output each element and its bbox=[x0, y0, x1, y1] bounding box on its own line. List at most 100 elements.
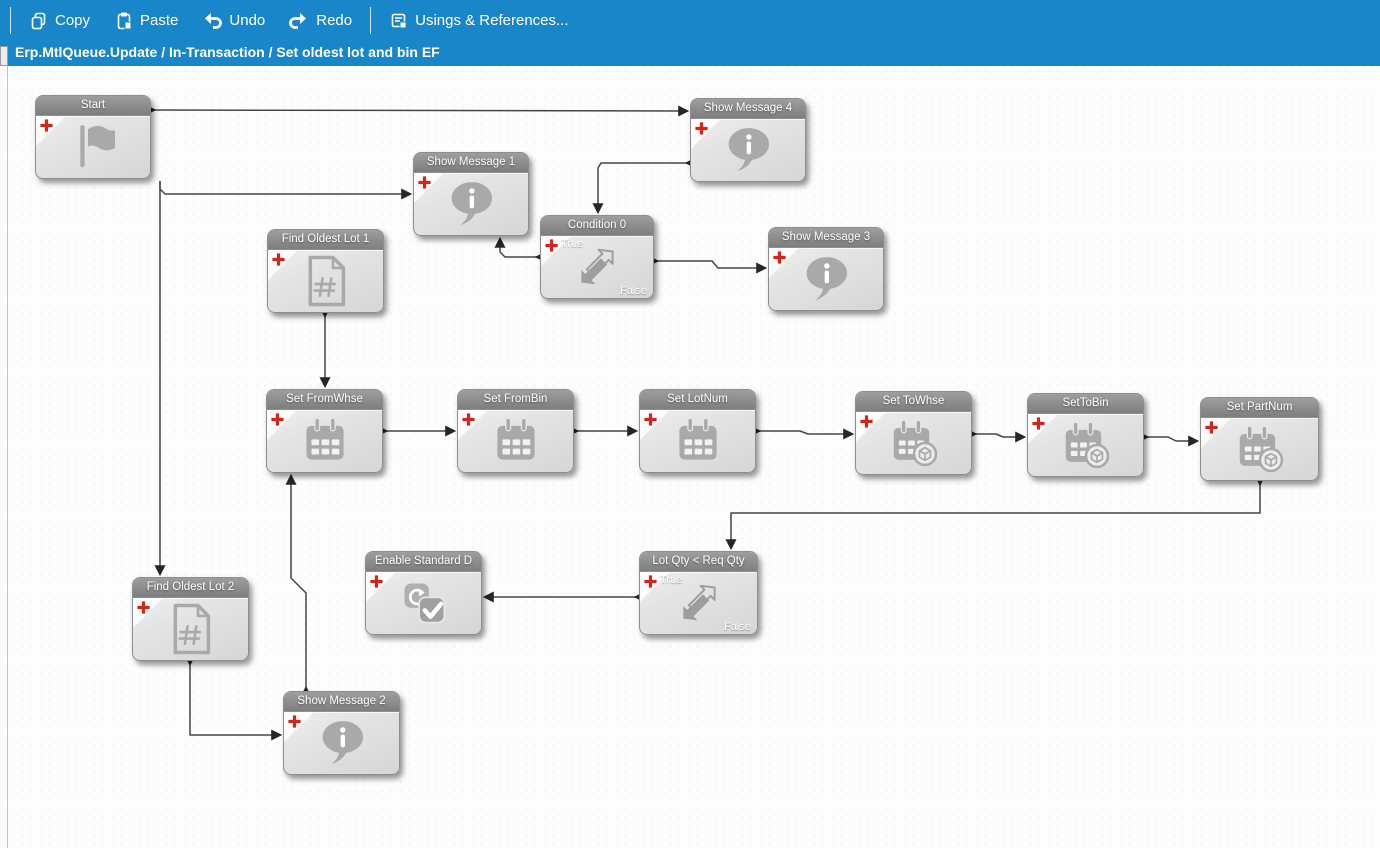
node-start[interactable]: Start bbox=[35, 95, 151, 179]
add-callout-icon[interactable] bbox=[270, 412, 285, 427]
set-field-cube-icon bbox=[1239, 425, 1283, 473]
node-header: Find Oldest Lot 1 bbox=[268, 230, 383, 250]
toolbar-separator bbox=[10, 6, 11, 34]
toolbar-separator bbox=[370, 6, 372, 34]
node-body bbox=[769, 248, 883, 310]
node-find-oldest-lot-1[interactable]: Find Oldest Lot 1 bbox=[267, 229, 384, 313]
add-callout-icon[interactable] bbox=[271, 252, 286, 267]
document-number-icon bbox=[173, 603, 210, 655]
node-header: Find Oldest Lot 2 bbox=[133, 578, 248, 598]
fold-corner bbox=[691, 119, 721, 149]
node-title: Start bbox=[80, 99, 106, 111]
node-set-fromwhse[interactable]: Set FromWhse bbox=[266, 389, 383, 473]
node-title: Show Message 1 bbox=[426, 156, 516, 168]
add-callout-icon[interactable] bbox=[643, 412, 658, 427]
node-lot-qty-lt-req-qty[interactable]: Lot Qty < Req Qty True False bbox=[639, 551, 758, 635]
fold-corner bbox=[541, 236, 571, 266]
usings-references-button[interactable]: Usings & References... bbox=[377, 7, 580, 34]
add-callout-icon[interactable] bbox=[417, 175, 432, 190]
add-callout-icon[interactable] bbox=[694, 121, 709, 136]
connector-settobin--set-partnum[interactable] bbox=[1138, 431, 1200, 447]
condition-arrows-icon bbox=[682, 584, 716, 621]
node-enable-standard-d[interactable]: Enable Standard D bbox=[365, 551, 482, 635]
node-header: Set ToWhse bbox=[856, 392, 971, 412]
fold-corner bbox=[267, 410, 297, 440]
connector-set-towhse--settobin[interactable] bbox=[966, 428, 1027, 443]
node-header: Show Message 1 bbox=[414, 153, 528, 173]
fold-corner bbox=[414, 173, 444, 203]
add-callout-icon[interactable] bbox=[39, 118, 54, 133]
set-field-calendar-icon bbox=[305, 417, 344, 460]
set-field-cube-icon bbox=[1065, 421, 1109, 469]
fold-corner bbox=[856, 412, 886, 442]
connector-find-oldest-lot-2--show-message-2[interactable] bbox=[184, 655, 283, 741]
add-callout-icon[interactable] bbox=[1031, 416, 1046, 431]
app-header: Copy Paste Undo Redo Usings & Reference bbox=[0, 0, 1380, 66]
condition-arrows-icon bbox=[581, 248, 614, 285]
connector-set-lotnum--set-towhse[interactable] bbox=[750, 425, 855, 440]
usings-references-label: Usings & References... bbox=[415, 11, 569, 29]
connector-show-message-2--set-fromwhse[interactable] bbox=[285, 473, 312, 697]
connector-condition-0--show-message-1[interactable] bbox=[494, 236, 546, 263]
node-show-message-2[interactable]: Show Message 2 bbox=[283, 691, 400, 775]
node-set-partnum[interactable]: Set PartNum bbox=[1200, 397, 1319, 481]
node-title: Condition 0 bbox=[567, 219, 627, 231]
add-callout-icon[interactable] bbox=[136, 600, 151, 615]
add-callout-icon[interactable] bbox=[369, 574, 384, 589]
node-title: Set FromWhse bbox=[286, 393, 363, 405]
node-title: Show Message 3 bbox=[781, 231, 871, 243]
paste-label: Paste bbox=[140, 11, 179, 29]
enable-check-icon bbox=[404, 583, 445, 624]
node-show-message-1[interactable]: Show Message 1 bbox=[413, 152, 529, 236]
undo-label: Undo bbox=[229, 11, 266, 29]
connector-condition-0--show-message-3[interactable] bbox=[648, 255, 768, 274]
fold-corner bbox=[640, 410, 670, 440]
fold-corner bbox=[284, 712, 314, 742]
add-callout-icon[interactable] bbox=[1204, 420, 1219, 435]
add-callout-icon[interactable] bbox=[544, 238, 559, 253]
paste-button[interactable]: Paste bbox=[102, 7, 190, 34]
fold-corner bbox=[366, 572, 396, 602]
node-settobin[interactable]: SetToBin bbox=[1027, 393, 1144, 477]
node-header: Set FromBin bbox=[458, 390, 573, 410]
true-port-label[interactable]: True bbox=[660, 574, 683, 586]
node-body bbox=[133, 598, 248, 660]
false-port-label[interactable]: False bbox=[724, 621, 751, 633]
node-show-message-4[interactable]: Show Message 4 bbox=[690, 98, 806, 182]
add-callout-icon[interactable] bbox=[461, 412, 476, 427]
connector-set-partnum--lot-qty-lt-req-qty[interactable] bbox=[725, 475, 1266, 551]
node-find-oldest-lot-2[interactable]: Find Oldest Lot 2 bbox=[132, 577, 249, 661]
fold-corner bbox=[769, 248, 799, 278]
redo-icon bbox=[289, 11, 309, 30]
node-condition-0[interactable]: Condition 0 True False bbox=[540, 215, 654, 299]
true-port-label[interactable]: True bbox=[561, 238, 584, 250]
node-set-frombin[interactable]: Set FromBin bbox=[457, 389, 574, 473]
undo-button[interactable]: Undo bbox=[190, 7, 277, 34]
fold-corner bbox=[1201, 418, 1231, 448]
add-callout-icon[interactable] bbox=[772, 250, 787, 265]
node-body bbox=[458, 410, 573, 472]
copy-label: Copy bbox=[55, 11, 91, 29]
node-title: Enable Standard D bbox=[374, 555, 473, 567]
false-port-label[interactable]: False bbox=[620, 285, 647, 297]
copy-button[interactable]: Copy bbox=[17, 7, 102, 34]
node-body bbox=[856, 412, 971, 474]
node-header: Show Message 4 bbox=[691, 99, 805, 119]
redo-button[interactable]: Redo bbox=[277, 7, 364, 34]
fold-corner bbox=[1028, 414, 1058, 444]
node-show-message-3[interactable]: Show Message 3 bbox=[768, 227, 884, 311]
node-header: Start bbox=[36, 96, 150, 116]
node-body bbox=[1201, 418, 1318, 480]
connector-show-message-4--condition-0[interactable] bbox=[592, 157, 696, 215]
node-set-towhse[interactable]: Set ToWhse bbox=[855, 391, 972, 475]
node-title: Set ToWhse bbox=[882, 395, 945, 407]
paste-icon bbox=[114, 11, 133, 30]
node-body: True False bbox=[541, 236, 653, 298]
node-set-lotnum[interactable]: Set LotNum bbox=[639, 389, 756, 473]
add-callout-icon[interactable] bbox=[643, 574, 658, 589]
canvas-left-border bbox=[7, 66, 8, 848]
connector-start--show-message-4[interactable] bbox=[145, 104, 690, 117]
add-callout-icon[interactable] bbox=[859, 414, 874, 429]
add-callout-icon[interactable] bbox=[287, 714, 302, 729]
